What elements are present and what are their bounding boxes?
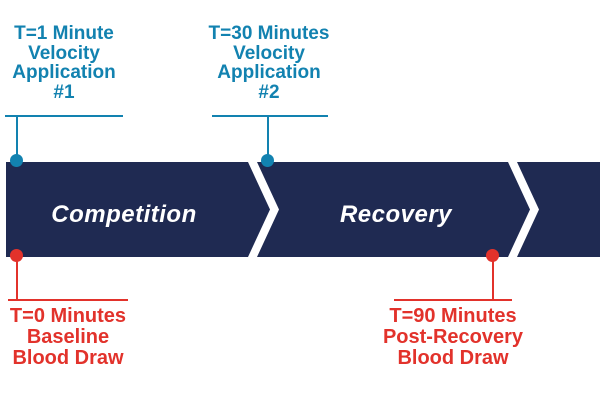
annotation-line: T=90 Minutes	[389, 305, 517, 327]
annotation-line: #2	[258, 81, 280, 103]
connector-hline-baseline	[8, 299, 128, 301]
annotation-line: Baseline	[26, 326, 110, 348]
connector-vline-velocity-1	[16, 116, 18, 162]
connector-hline-velocity-2	[212, 115, 328, 117]
annotation-baseline-blood-draw: T=0 Minutes Baseline Blood Draw	[0, 306, 136, 369]
band-segment-continuation	[517, 162, 600, 257]
annotation-post-recovery-blood-draw: T=90 Minutes Post-Recovery Blood Draw	[373, 306, 533, 369]
connector-vline-velocity-2	[267, 116, 269, 162]
band-segment-competition	[6, 162, 270, 257]
annotation-line: Velocity	[233, 42, 305, 64]
connector-hline-velocity-1	[5, 115, 123, 117]
annotation-line: Blood Draw	[397, 347, 509, 369]
annotation-velocity-application-2: T=30 Minutes Velocity Application #2	[199, 24, 339, 102]
timeline-marker-dot-velocity-1	[10, 154, 23, 167]
timeline-marker-dot-velocity-2	[261, 154, 274, 167]
annotation-line: T=0 Minutes	[9, 305, 127, 327]
band-segment-recovery	[257, 162, 530, 257]
annotation-line: Application	[12, 62, 116, 83]
annotation-line: Post-Recovery	[382, 326, 524, 348]
band-label-competition: Competition	[51, 201, 197, 228]
connector-vline-post-recovery	[492, 255, 494, 301]
band-label-recovery: Recovery	[339, 201, 453, 228]
annotation-line: Blood Draw	[12, 347, 124, 369]
annotation-line: T=30 Minutes	[208, 23, 330, 44]
annotation-line: T=1 Minute	[14, 23, 114, 44]
annotation-line: #1	[53, 81, 75, 103]
annotation-velocity-application-1: T=1 Minute Velocity Application #1	[2, 24, 126, 102]
annotation-line: Velocity	[28, 42, 100, 64]
connector-hline-post-recovery	[394, 299, 512, 301]
annotation-line: Application	[217, 62, 321, 83]
connector-vline-baseline	[16, 255, 18, 301]
